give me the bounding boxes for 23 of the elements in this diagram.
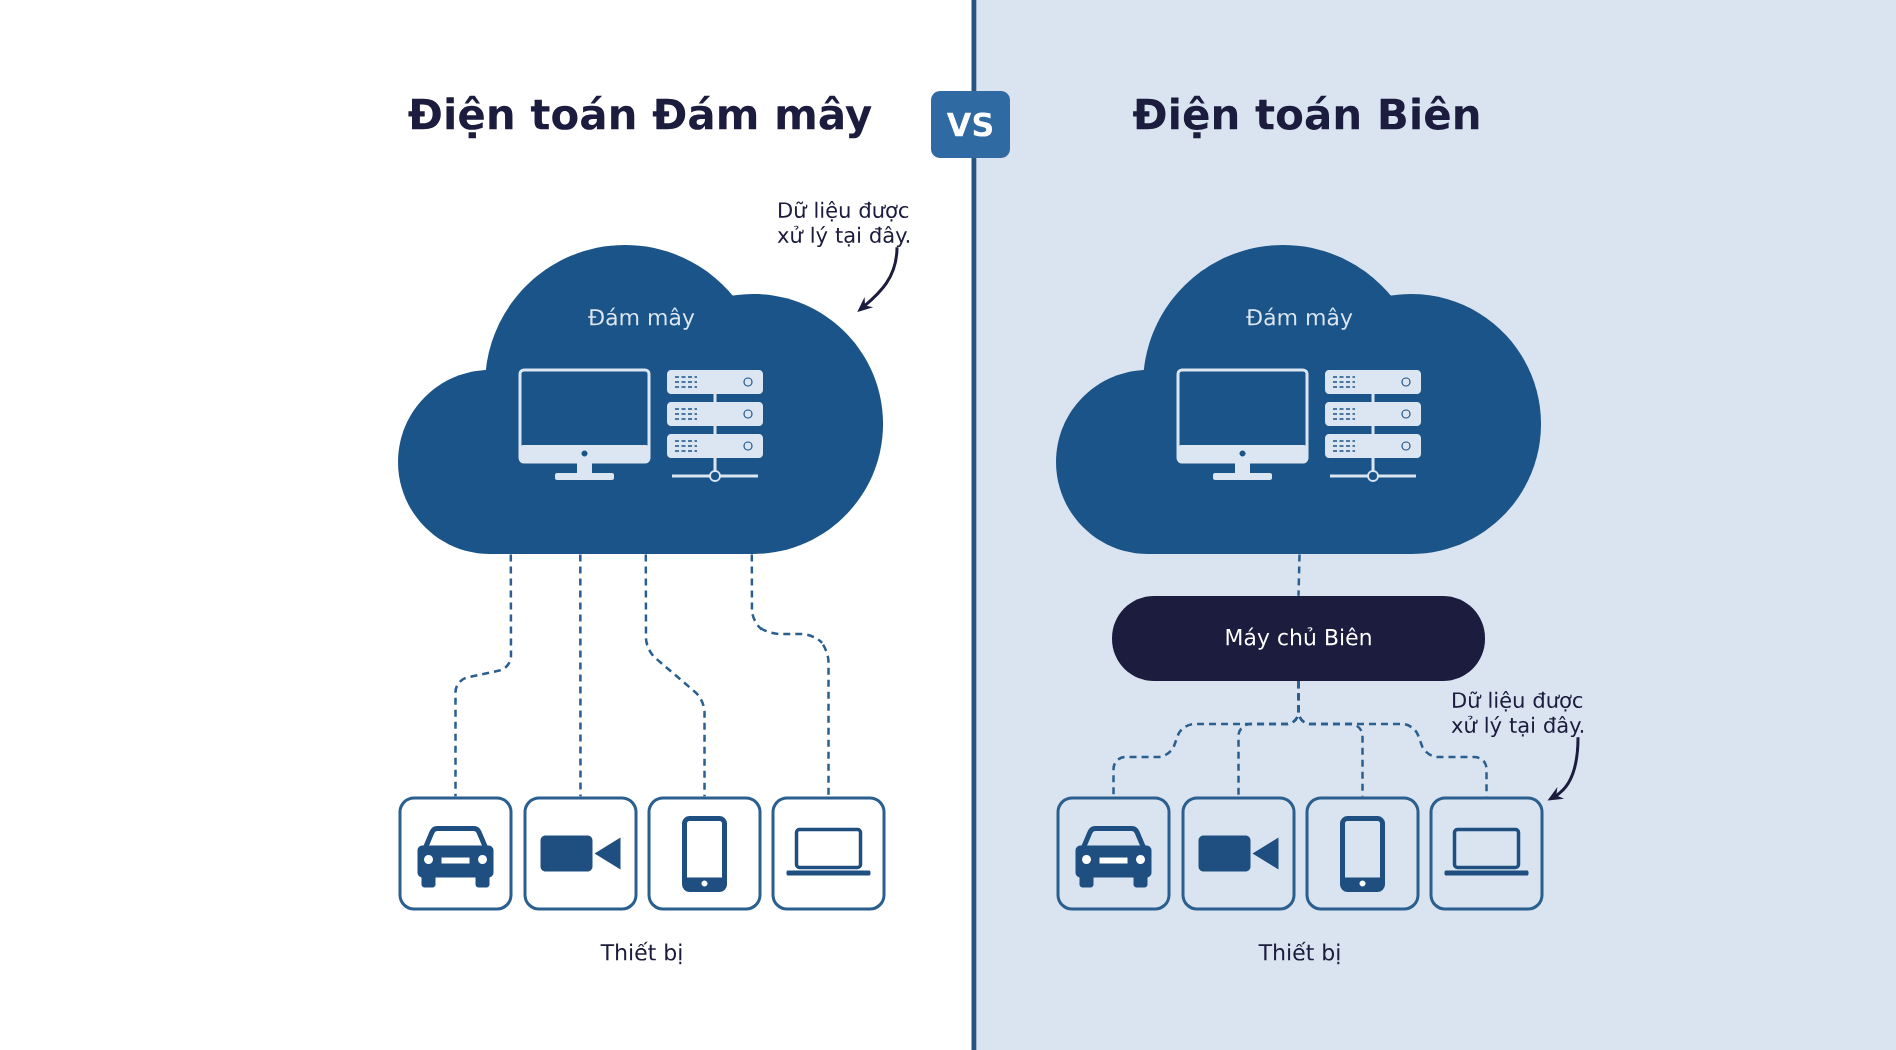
device-box (771, 796, 886, 911)
edge-server-pill: Máy chủ Biên (1112, 596, 1485, 681)
device-box (523, 796, 638, 911)
device-box (1181, 796, 1296, 911)
callout-text: Dữ liệu được xử lý tại đây. (777, 200, 910, 248)
connector-line (454, 554, 513, 797)
heading: Điện toán Đám mây (408, 95, 872, 139)
device-box (1056, 796, 1171, 911)
device-box (647, 796, 762, 911)
connector-line (1297, 681, 1488, 797)
connector-line (750, 554, 830, 797)
heading: Điện toán Biên (1133, 95, 1479, 139)
device-caption: Thiết bị (600, 941, 682, 965)
device-box (1429, 796, 1544, 911)
vs-badge: VS (931, 91, 1010, 158)
connector-line (579, 554, 582, 797)
device-caption: Thiết bị (1258, 941, 1340, 965)
device-box (398, 796, 513, 911)
connector-line (1297, 554, 1301, 596)
device-box (1305, 796, 1420, 911)
cloud: Đám mây (1056, 245, 1541, 554)
callout-text: Dữ liệu được xử lý tại đây. (1451, 690, 1584, 738)
connector-line (644, 554, 706, 797)
